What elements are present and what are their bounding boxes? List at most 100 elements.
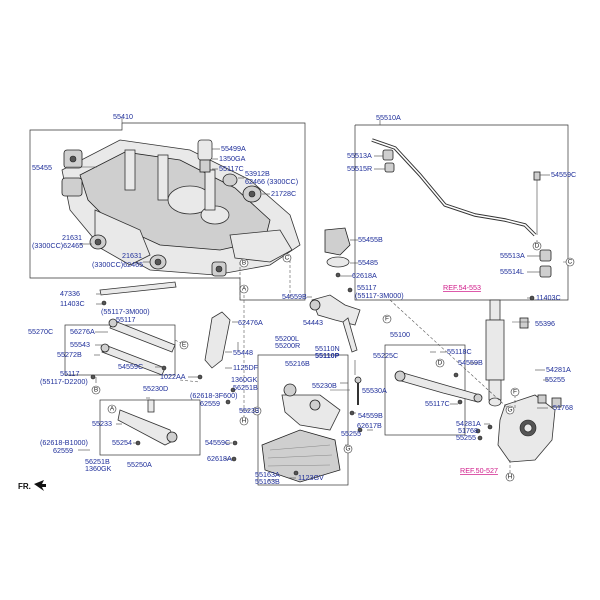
label-55225c: 55225C — [373, 351, 398, 360]
label-1360gk-mid: 1360GK — [231, 375, 258, 384]
lower-arm-box — [257, 354, 349, 486]
trailing-arm-55250a — [117, 399, 178, 446]
label-55499a: 55499A — [221, 144, 246, 153]
label-55118c: 55118C — [447, 347, 472, 356]
label-62618-b1000: (62618-B1000) — [40, 438, 88, 447]
callout-g-1: G — [343, 444, 353, 454]
toe-link-55530a — [354, 376, 362, 405]
label-55250a: 55250A — [127, 460, 152, 469]
label-62465-b: (3300CC)62465 — [92, 260, 143, 269]
label-55485: 55485 — [358, 258, 378, 267]
label-55230b: 55230B — [312, 381, 337, 390]
svg-text:C: C — [568, 259, 573, 266]
label-55270c: 55270C — [28, 327, 53, 336]
upper-arm-55100 — [394, 370, 483, 403]
callout-a-2: A — [107, 404, 117, 414]
label-62618a-top: 62618A — [352, 271, 377, 280]
label-62617b: 62617B — [357, 421, 382, 430]
label-55455: 55455 — [32, 163, 52, 172]
callout-f-2: F — [510, 387, 520, 397]
label-21631-a: 21631 — [62, 233, 82, 242]
bushing-b-mount — [211, 261, 227, 277]
svg-text:E: E — [255, 408, 260, 415]
label-55163a: 55163A — [255, 470, 280, 479]
label-55117-3m000-right: (55117-3M000) — [355, 291, 404, 300]
label-55410: 55410 — [113, 112, 133, 121]
spring-seat-55455b — [324, 227, 351, 256]
label-55255-right: 55255 — [545, 375, 565, 384]
label-55510a: 55510A — [376, 113, 401, 122]
label-55255-mid: 55255 — [341, 429, 361, 438]
callout-d-1: D — [532, 241, 542, 251]
label-55272b: 55272B — [57, 350, 82, 359]
svg-text:H: H — [508, 474, 513, 481]
callout-e-1: E — [179, 340, 189, 350]
dashed-leaders — [174, 240, 570, 475]
svg-text:G: G — [345, 446, 350, 453]
shock-absorber — [485, 299, 529, 407]
bushing-21631-a — [89, 234, 107, 250]
label-11403c-left: 11403C — [60, 299, 85, 308]
upper-arm-box — [384, 344, 466, 436]
label-56276a: 56276A — [70, 327, 95, 336]
callout-c-1: C — [282, 253, 292, 263]
label-54559b-c: 54559B — [358, 411, 383, 420]
callout-a-1: A — [239, 284, 249, 294]
leader-lines — [66, 148, 550, 481]
label-62466: 62466 (3300CC) — [245, 177, 298, 186]
label-55110n: 55110N — [315, 344, 340, 353]
label-1123gv: 1123GV — [298, 473, 324, 482]
front-direction-indicator: FR. — [18, 480, 46, 491]
svg-text:D: D — [438, 360, 443, 367]
mount-21728c — [242, 185, 262, 203]
bushing-55455 — [61, 149, 83, 197]
callout-b-2: B — [91, 385, 101, 395]
label-53912b: 53912B — [245, 169, 270, 178]
label-54281a: 54281A — [546, 365, 571, 374]
label-55110p: 55110P — [315, 351, 340, 360]
svg-text:C: C — [285, 255, 290, 262]
label-56251b-mid: 56251B — [233, 383, 258, 392]
label-55530a: 55530A — [362, 386, 387, 395]
label-54281a-b: 54281A — [456, 419, 481, 428]
label-55233-left: 55233 — [92, 419, 112, 428]
callout-g-2: G — [505, 405, 515, 415]
label-55117-left2: 55117 — [60, 369, 79, 378]
label-55230d: 55230D — [143, 384, 168, 393]
label-55100: 55100 — [390, 330, 410, 339]
label-11403c-right: 11403C — [536, 293, 561, 302]
assist-link-62476a — [204, 311, 231, 369]
label-62618a-low: 62618A — [207, 454, 232, 463]
callout-d-2: D — [435, 358, 445, 368]
upper-arm-55110 — [309, 294, 361, 353]
label-55200r: 55200R — [275, 341, 300, 350]
label-55254: 55254 — [112, 438, 132, 447]
svg-text:F: F — [385, 316, 389, 323]
label-54559c-mid: 54559C — [118, 362, 143, 371]
svg-text:B: B — [94, 387, 98, 394]
label-54443: 54443 — [303, 318, 323, 327]
callout-h-1: H — [239, 416, 249, 426]
stabilizer-box — [354, 120, 569, 301]
label-51768-r: 51768 — [553, 403, 573, 412]
label-56251b-left: 56251B — [85, 457, 110, 466]
mount-53912b — [222, 173, 238, 187]
spring-pad-55485 — [326, 256, 350, 268]
label-55200l: 55200L — [275, 334, 299, 343]
lateral-arm-55270c — [100, 318, 176, 376]
label-21728c: 21728C — [271, 189, 296, 198]
callout-f-1: F — [382, 314, 392, 324]
fr-arrow-icon — [34, 480, 46, 491]
fasteners — [90, 272, 535, 476]
svg-text:A: A — [110, 406, 115, 413]
ref-54-553: REF.54-553 — [443, 283, 481, 292]
label-1350ga: 1350GA — [219, 154, 246, 163]
svg-text:D: D — [535, 243, 540, 250]
label-55514l: 55514L — [500, 267, 524, 276]
label-55117-mid: 55117 — [357, 283, 376, 292]
label-55448: 55448 — [233, 348, 253, 357]
subframe-assembly — [61, 139, 301, 277]
part-labels: 55410 55510A 55455 55499A 1350GA 55117C … — [28, 112, 576, 486]
label-55513a-r: 55513A — [500, 251, 525, 260]
label-1360gk-left: 1360GK — [85, 464, 112, 473]
